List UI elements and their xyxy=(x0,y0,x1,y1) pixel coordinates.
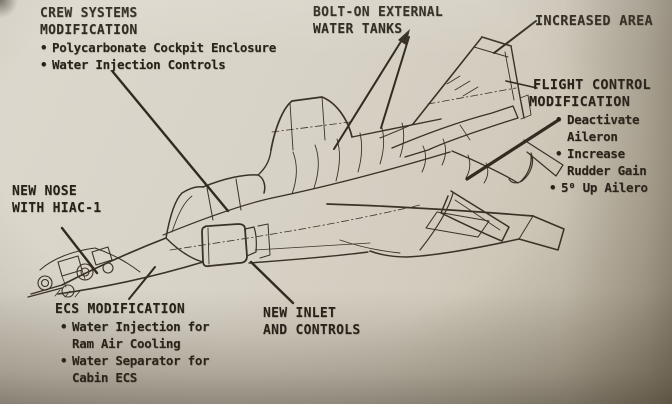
wing-trailing-edge xyxy=(369,238,520,258)
bullet-icon: • xyxy=(555,146,563,161)
callout-crew-systems: CREW SYSTEMS MODIFICATION •Polycarbonate… xyxy=(40,5,276,73)
fin-leading-edge xyxy=(412,36,483,125)
canopy-frames xyxy=(206,178,242,221)
callout-increased-area: INCREASED AREA xyxy=(535,13,653,30)
flight-control-bullet: •Deactivate xyxy=(555,112,640,127)
bullet-icon: • xyxy=(40,40,48,55)
aileron-panel xyxy=(425,211,490,238)
increased-area-title: INCREASED AREA xyxy=(535,13,653,29)
callout-new-inlet: NEW INLET AND CONTROLS xyxy=(263,305,361,339)
flight-control-bullet: •Increase xyxy=(555,146,625,161)
bullet-icon: • xyxy=(549,180,557,195)
new-inlet-leader xyxy=(249,260,295,305)
crew-systems-title: MODIFICATION xyxy=(40,23,138,38)
water-tanks-title: WATER TANKS xyxy=(313,22,403,37)
new-inlet-title: NEW INLET xyxy=(263,306,337,321)
callout-new-nose: NEW NOSE WITH HIAC-1 xyxy=(12,183,101,217)
crew-systems-title: CREW SYSTEMS xyxy=(40,6,138,21)
water-tanks-title: BOLT-ON EXTERNAL xyxy=(313,5,444,20)
engine-nozzle xyxy=(508,152,534,184)
bullet-icon: • xyxy=(40,57,48,72)
flight-control-title: FLIGHT CONTROL xyxy=(533,77,651,93)
canopy-sill xyxy=(162,197,273,236)
flight-control-bullet: Rudder Gain xyxy=(567,163,647,178)
flight-control-title: MODIFICATION xyxy=(529,94,631,110)
ecs-bullet: Ram Air Cooling xyxy=(72,336,181,351)
bullet-icon: • xyxy=(60,353,68,368)
windscreen xyxy=(165,186,204,239)
ecs-leader xyxy=(128,266,156,300)
nose-upper-contour xyxy=(61,237,167,286)
callout-water-tanks: BOLT-ON EXTERNAL WATER TANKS xyxy=(313,4,443,38)
ecs-bullet: •Water Injection for xyxy=(60,319,210,334)
new-nose-title: WITH HIAC-1 xyxy=(12,201,102,216)
crew-systems-bullet: •Polycarbonate Cockpit Enclosure xyxy=(40,40,276,55)
crew-systems-bullet: •Water Injection Controls xyxy=(40,57,226,72)
flight-control-bullet: Aileron xyxy=(567,129,618,144)
bullet-icon: • xyxy=(555,112,563,127)
callout-flight-control: FLIGHT CONTROL MODIFICATION •Deactivate … xyxy=(529,77,651,196)
new-nose-title: NEW NOSE xyxy=(12,184,78,199)
ecs-bullet: •Water Separator for xyxy=(60,353,210,368)
increased-area-leader xyxy=(493,20,537,54)
wingtip xyxy=(518,215,565,251)
bullet-icon: • xyxy=(60,319,68,334)
far-wing xyxy=(391,105,519,158)
crew-systems-leader xyxy=(111,70,230,213)
flight-control-bullet: •5⁰ Up Ailero xyxy=(549,180,648,195)
hiac-camera-internals xyxy=(37,246,114,298)
callout-ecs: ECS MODIFICATION •Water Injection for Ra… xyxy=(55,301,210,386)
wing-leading-edge xyxy=(326,203,534,217)
fin-top xyxy=(481,36,512,47)
new-inlet-title: AND CONTROLS xyxy=(263,323,361,338)
ecs-title: ECS MODIFICATION xyxy=(55,302,186,317)
ecs-bullet: Cabin ECS xyxy=(72,370,138,385)
